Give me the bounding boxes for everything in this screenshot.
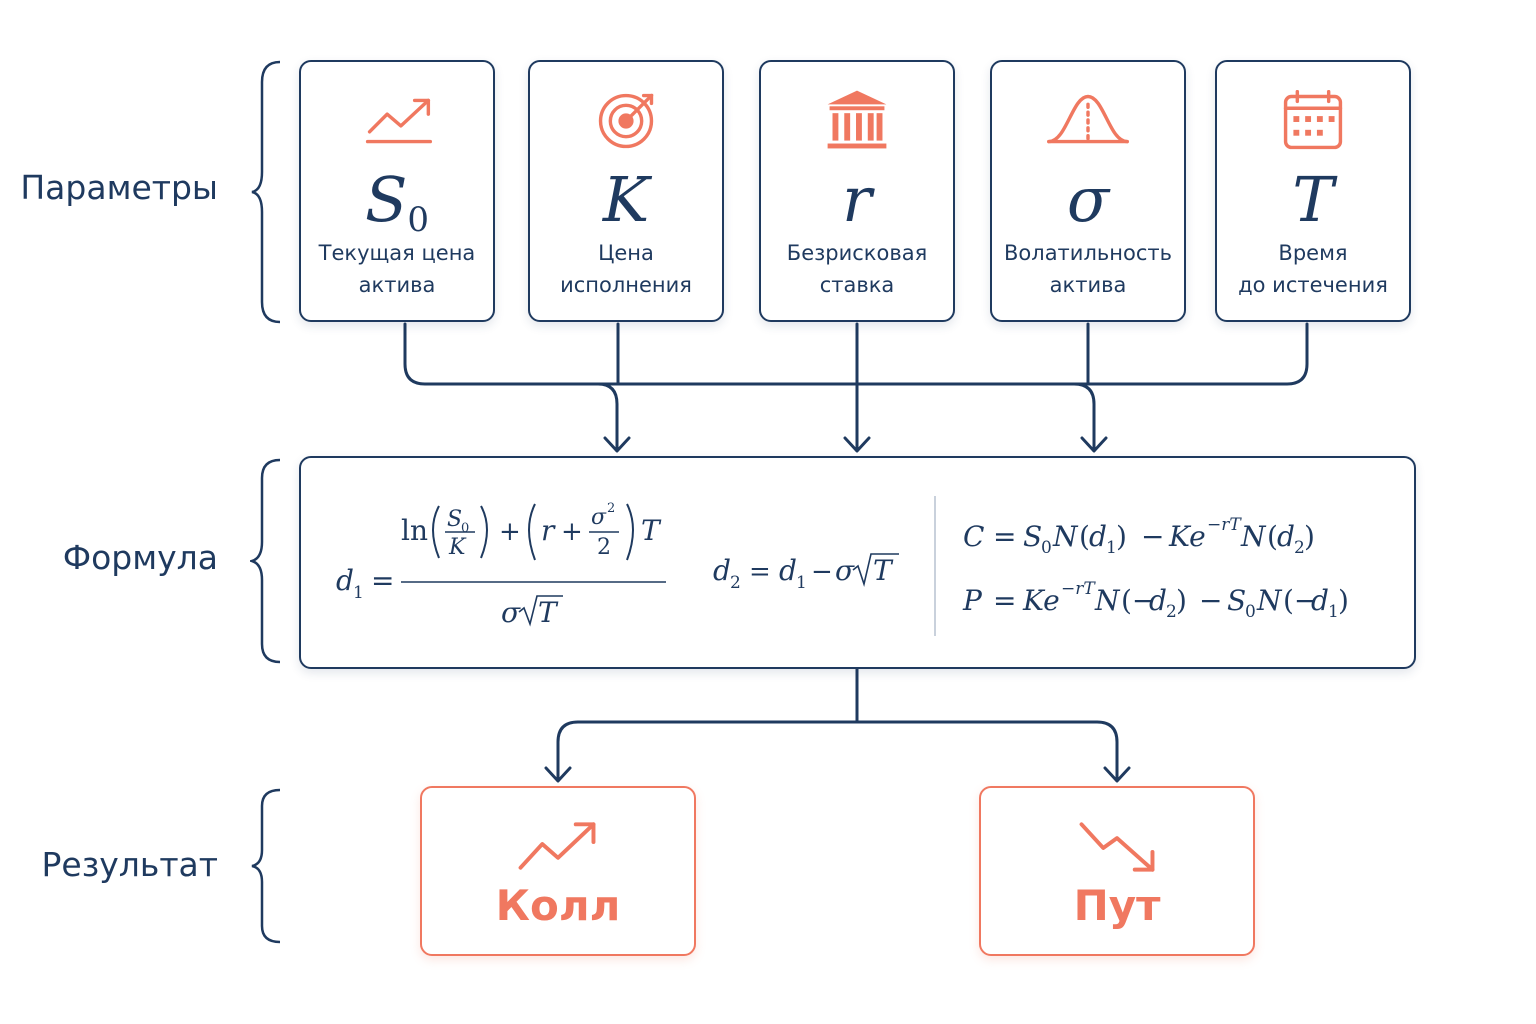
svg-text:): ) (1116, 520, 1127, 553)
svg-text:−rT: −rT (1061, 579, 1096, 599)
svg-text:1: 1 (1328, 602, 1339, 622)
svg-text:ln: ln (401, 514, 428, 547)
svg-text:d: d (1149, 584, 1167, 617)
svg-text:d: d (336, 564, 354, 597)
row-label-parameters: Параметры (20, 168, 218, 207)
trend-up-icon (365, 98, 433, 144)
svg-text:+: + (561, 517, 583, 547)
svg-text:−: − (1141, 520, 1164, 553)
trend-up-icon (518, 822, 596, 870)
svg-text:Ke: Ke (1168, 520, 1206, 553)
param-symbol: r (842, 163, 872, 236)
svg-text:0: 0 (1245, 602, 1256, 622)
svg-text:2: 2 (597, 535, 611, 560)
svg-text:r: r (541, 514, 556, 547)
svg-text:d: d (779, 554, 797, 587)
svg-text:): ) (1338, 584, 1349, 617)
svg-text:K: K (448, 535, 467, 560)
svg-text:0: 0 (461, 521, 469, 536)
svg-text:T: T (873, 554, 894, 587)
svg-text:d: d (1089, 520, 1107, 553)
svg-text:σ: σ (501, 596, 521, 629)
svg-text:N: N (1256, 584, 1283, 617)
svg-text:=: = (993, 584, 1016, 617)
svg-text:=: = (371, 564, 394, 597)
svg-text:+: + (499, 517, 521, 547)
svg-text:1: 1 (353, 583, 364, 603)
formula-box: d 1 = ln S 0 K + r + σ 2 2 T σ T (299, 456, 1416, 669)
svg-text:2: 2 (607, 501, 615, 516)
svg-text:0: 0 (1041, 538, 1052, 558)
svg-text:N: N (1240, 520, 1267, 553)
result-card-put: Пут (979, 786, 1255, 956)
svg-text:1: 1 (796, 573, 807, 592)
bank-icon (827, 90, 887, 149)
svg-text:T: T (641, 514, 662, 547)
svg-text:S: S (1023, 520, 1042, 553)
result-card-call: Колл (420, 786, 696, 956)
svg-text:σ: σ (591, 505, 607, 530)
svg-text:=: = (749, 557, 771, 587)
call-formula: C = S 0 N ( d 1 ) − Ke −rT N ( d 2 ) (963, 515, 1315, 558)
calendar-icon (1283, 90, 1343, 150)
svg-text:d: d (1311, 584, 1329, 617)
formula-divider (934, 496, 936, 636)
svg-text:σ: σ (835, 554, 855, 587)
svg-text:=: = (993, 520, 1016, 553)
row-label-result: Результат (41, 845, 219, 884)
svg-text:S: S (1227, 584, 1246, 617)
result-label: Колл (495, 881, 621, 930)
svg-text:2: 2 (1166, 602, 1177, 622)
svg-text:N: N (1052, 520, 1079, 553)
svg-text:2: 2 (1294, 538, 1305, 558)
svg-text:d: d (1277, 520, 1295, 553)
target-icon (598, 93, 654, 149)
svg-text:T: T (538, 596, 559, 629)
svg-text:d: d (713, 554, 731, 587)
svg-text:N: N (1094, 584, 1121, 617)
put-formula: P = Ke −rT N (− d 2 ) − S 0 N (− d 1 ) (962, 579, 1349, 622)
param-symbol: T (1292, 163, 1334, 236)
param-symbol: K (602, 163, 650, 236)
bell-curve-icon (1047, 94, 1129, 144)
svg-text:2: 2 (730, 573, 741, 592)
svg-text:(: ( (1267, 520, 1278, 553)
result-brace (251, 788, 281, 944)
svg-text:1: 1 (1106, 538, 1117, 558)
svg-text:(: ( (1079, 520, 1090, 553)
svg-text:−: − (1199, 584, 1222, 617)
svg-text:(−: (− (1283, 584, 1317, 617)
svg-text:): ) (1304, 520, 1315, 553)
svg-text:(−: (− (1121, 584, 1155, 617)
row-label-formula: Формула (62, 538, 218, 577)
parameters-brace (251, 60, 281, 324)
svg-text:S: S (447, 507, 462, 532)
svg-text:−rT: −rT (1207, 515, 1242, 535)
svg-text:P: P (962, 584, 983, 617)
svg-text:C: C (963, 520, 984, 553)
trend-down-icon (1079, 822, 1155, 872)
formula-brace (250, 458, 281, 664)
param-symbol: σ (1066, 163, 1110, 236)
svg-text:Ke: Ke (1022, 584, 1060, 617)
svg-text:−: − (811, 557, 833, 587)
result-label: Пут (1073, 881, 1161, 930)
d2-formula: d 2 = d 1 − σ T (713, 553, 899, 592)
d1-formula: d 1 = ln S 0 K + r + σ 2 2 T σ T (336, 501, 666, 629)
param-symbol: S0 (364, 163, 430, 241)
svg-text:): ) (1176, 584, 1187, 617)
